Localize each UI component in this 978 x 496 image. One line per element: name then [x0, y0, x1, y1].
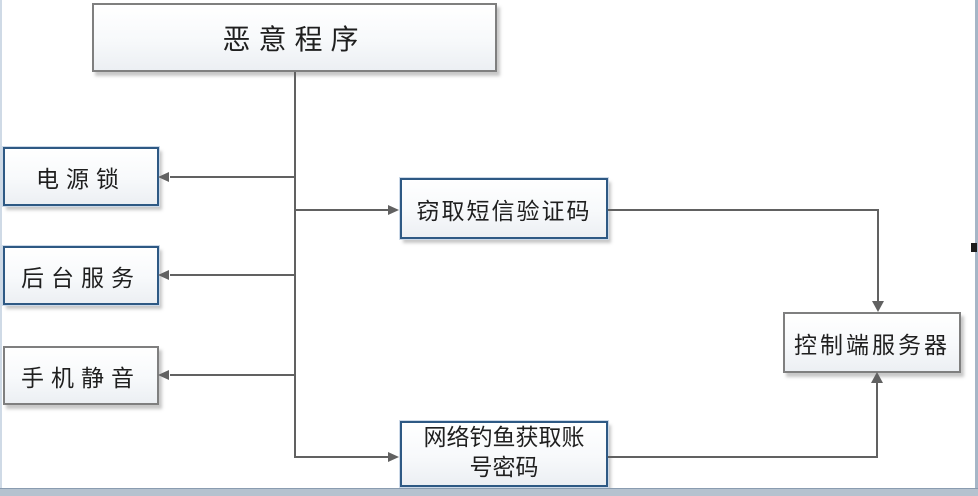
node-background-service: 后台服务	[2, 245, 160, 306]
arrowhead-right-icon	[388, 452, 399, 462]
node-background-service-label: 后台服务	[21, 265, 141, 292]
node-power-lock: 电源锁	[2, 146, 160, 207]
arrowhead-down-icon	[872, 301, 884, 312]
node-phone-mute: 手机静音	[3, 346, 159, 405]
node-power-lock-label: 电源锁	[36, 166, 126, 193]
node-sms-code-theft-label: 窃取短信验证码	[416, 198, 592, 225]
arrowhead-left-icon	[158, 172, 169, 182]
node-phishing: 网络钓鱼获取账号密码	[399, 420, 609, 488]
node-control-server-label: 控制端服务器	[794, 332, 950, 359]
connector-phishing-to-server-vertical	[876, 383, 878, 458]
arrowhead-left-icon	[158, 370, 169, 380]
connector-sms-to-server-horizontal	[608, 209, 879, 211]
arrowhead-up-icon	[871, 372, 883, 383]
connector-to-background-service	[170, 274, 294, 276]
arrowhead-left-icon	[158, 270, 169, 280]
right-edge-handle	[971, 243, 977, 252]
node-malware: 恶意程序	[92, 3, 497, 72]
arrowhead-right-icon	[388, 205, 399, 215]
connector-phishing-to-server-horizontal	[608, 456, 878, 458]
connector-to-sms-theft	[296, 209, 389, 211]
node-control-server: 控制端服务器	[783, 312, 961, 373]
connector-to-phishing	[296, 456, 389, 458]
window-left-edge	[0, 0, 2, 496]
node-sms-code-theft: 窃取短信验证码	[399, 177, 609, 240]
connector-main-vertical	[294, 72, 296, 458]
window-bottom-edge	[0, 488, 978, 496]
node-phone-mute-label: 手机静音	[21, 365, 141, 392]
connector-to-phone-mute	[170, 374, 294, 376]
connector-sms-to-server-vertical	[877, 209, 879, 303]
node-malware-label: 恶意程序	[222, 22, 367, 56]
node-phishing-label: 网络钓鱼获取账号密码	[423, 425, 585, 481]
connector-to-power-lock	[170, 176, 294, 178]
